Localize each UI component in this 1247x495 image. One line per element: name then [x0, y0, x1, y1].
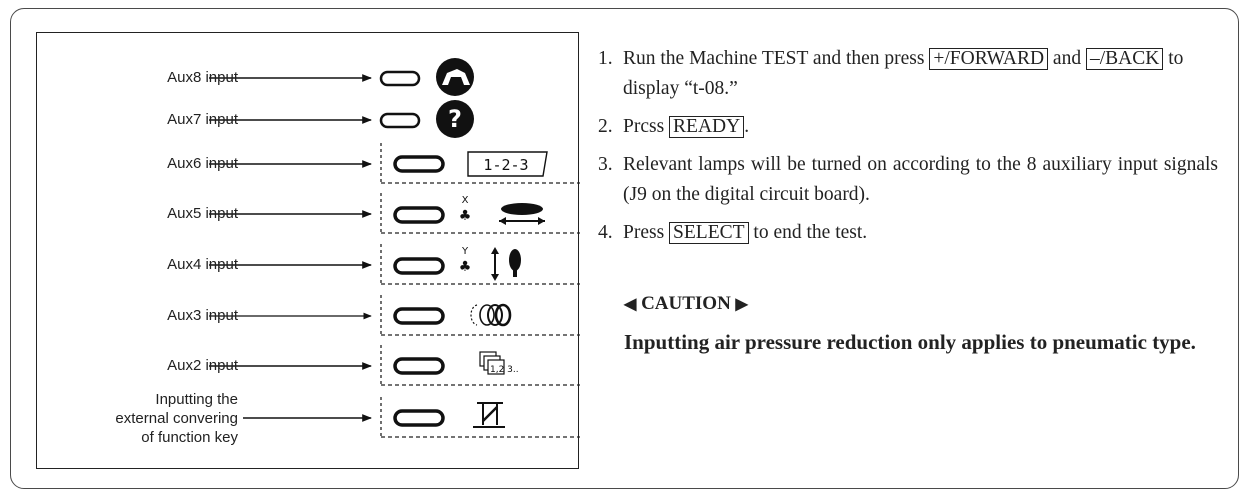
- lamp-aux6: [393, 155, 445, 173]
- aux6-label: Aux6 input: [167, 155, 238, 172]
- step-text: to display “t-08.”: [623, 48, 1184, 99]
- step-number: 2.: [598, 116, 613, 137]
- svg-text:♣: ♣: [459, 259, 472, 275]
- step-text: Press: [623, 222, 670, 243]
- aux4-label: Aux4 input: [167, 256, 238, 273]
- pattern-numbers-text: 1,2 3..: [490, 365, 519, 375]
- step-2: 2. Prcss READY.: [598, 112, 1218, 142]
- sequence-123-icon: 1-2-3: [467, 151, 548, 177]
- select-key: SELECT: [669, 222, 749, 244]
- lamp-aux2: [393, 357, 445, 375]
- step-text: and: [1048, 48, 1086, 69]
- caution-text: Inputting air pressure reduction only ap…: [624, 330, 1196, 354]
- step-number: 1.: [598, 48, 613, 69]
- aux7-label: Aux7 input: [167, 111, 238, 128]
- aux8-label: Aux8 input: [167, 69, 238, 86]
- y-axis-move-icon: Y ♣: [459, 246, 521, 281]
- lamp-aux7: [379, 112, 421, 129]
- instruction-steps: 1. Run the Machine TEST and then press +…: [598, 44, 1218, 256]
- lamp-aux4: [393, 257, 445, 275]
- forward-key: +/FORWARD: [929, 48, 1049, 70]
- step-1: 1. Run the Machine TEST and then press +…: [598, 44, 1218, 104]
- step-text: Run the Machine TEST and then press: [623, 48, 930, 69]
- back-key: –/BACK: [1085, 48, 1164, 70]
- aux5-label: Aux5 input: [167, 205, 238, 222]
- step-text: to end the test.: [748, 222, 868, 243]
- x-axis-move-icon: X ♣: [459, 195, 545, 225]
- step-text: Relevant lamps will be turned on accordi…: [623, 154, 1218, 205]
- step-3: 3. Relevant lamps will be turned on acco…: [598, 150, 1218, 210]
- aux2-label: Aux2 input: [167, 357, 238, 374]
- diagram-graphics: ? 1-2-3 X ♣ Y ♣: [209, 58, 580, 438]
- caution-left-marker: ◀: [624, 296, 637, 313]
- ready-key: READY: [669, 116, 745, 138]
- question-icon: ?: [436, 100, 474, 138]
- svg-text:♣: ♣: [459, 208, 472, 224]
- pattern-numbers-icon: 1,2 3..: [479, 351, 519, 375]
- aux-input-diagram: ? 1-2-3 X ♣ Y ♣: [36, 32, 580, 469]
- thread-winding-icon: [470, 303, 512, 327]
- caution-title: ◀ CAUTION ▶: [624, 290, 1214, 319]
- presser-foot-icon: [436, 58, 474, 96]
- caution-box: ◀ CAUTION ▶ Inputting air pressure reduc…: [624, 290, 1214, 359]
- step-text: .: [744, 116, 750, 137]
- step-number: 4.: [598, 222, 613, 243]
- svg-text:?: ?: [448, 105, 462, 133]
- step-number: 3.: [598, 154, 613, 175]
- svg-text:Y: Y: [461, 246, 469, 257]
- aux3-label: Aux3 input: [167, 307, 238, 324]
- lamp-aux8: [379, 70, 421, 87]
- caution-right-marker: ▶: [735, 296, 748, 313]
- sequence-123-text: 1-2-3: [483, 156, 528, 174]
- svg-text:X: X: [462, 195, 469, 206]
- lamp-aux5: [393, 206, 445, 224]
- lamp-function-key: [393, 409, 445, 427]
- page-frame: [10, 8, 1239, 489]
- caution-heading: CAUTION: [641, 293, 731, 314]
- lamp-aux3: [393, 307, 445, 325]
- function-key-label: Inputting the external convering of func…: [115, 391, 238, 446]
- step-text: Prcss: [623, 116, 670, 137]
- presser-lift-icon: [473, 402, 505, 428]
- step-4: 4. Press SELECT to end the test.: [598, 218, 1218, 248]
